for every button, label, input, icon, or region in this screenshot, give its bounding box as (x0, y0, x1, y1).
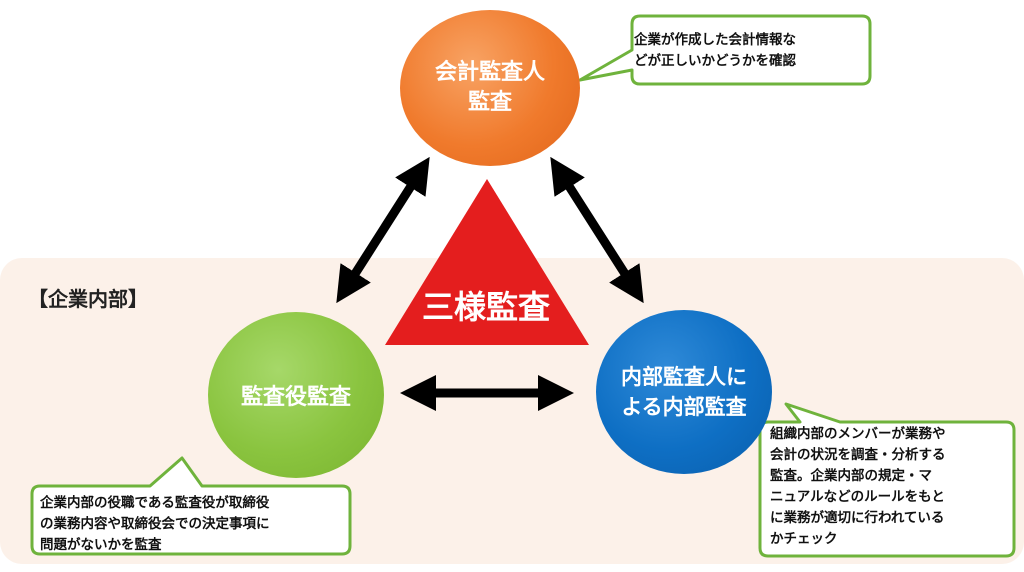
arrow-top-right (550, 156, 644, 304)
note-line: 監査。企業内部の規定・マ (770, 468, 932, 484)
center-triangle (385, 179, 589, 345)
external-auditor-line2: 監査 (467, 90, 512, 115)
note-corporate-auditor: 企業内部の役職である監査役が取締役 の業務内容や取締役会での決定事項に 問題がな… (40, 493, 350, 556)
note-external-auditor: 企業が作成した会計情報な どが正しいかどうかを確認 (634, 30, 870, 72)
corporate-auditor-node: 監査役監査 (208, 312, 384, 478)
note-line: 企業内部の役職である監査役が取締役 (40, 495, 270, 511)
internal-auditor-line1: 内部監査人に (621, 365, 747, 389)
internal-auditor-line2: よる内部監査 (621, 395, 747, 419)
internal-auditor-node: 内部監査人に よる内部監査 (596, 310, 772, 474)
corporate-auditor-label: 監査役監査 (240, 385, 351, 410)
note-line: どが正しいかどうかを確認 (634, 53, 796, 69)
external-auditor-node: 会計監査人 監査 (400, 10, 580, 166)
note-line: 組織内部のメンバーが業務や (770, 426, 946, 442)
center-label: 三様監査 (421, 288, 550, 326)
note-line: 会計の状況を調査・分析する (770, 447, 946, 463)
internal-zone-label: 【企業内部】 (28, 287, 148, 311)
callout-left-bubble (30, 456, 352, 556)
note-line: の業務内容や取締役会での決定事項に (40, 516, 270, 532)
note-line: ニュアルなどのルールをもと (770, 489, 945, 505)
note-line: かチェック (770, 531, 838, 547)
note-line: 問題がないかを監査 (40, 537, 162, 553)
note-internal-auditor: 組織内部のメンバーが業務や 会計の状況を調査・分析する 監査。企業内部の規定・マ… (770, 424, 1010, 550)
external-auditor-line1: 会計監査人 (434, 60, 545, 85)
note-line: 企業が作成した会計情報な (634, 32, 796, 48)
note-line: に業務が適切に行われている (770, 510, 945, 526)
callout-top-bubble (578, 14, 872, 86)
arrow-top-left (336, 156, 430, 304)
